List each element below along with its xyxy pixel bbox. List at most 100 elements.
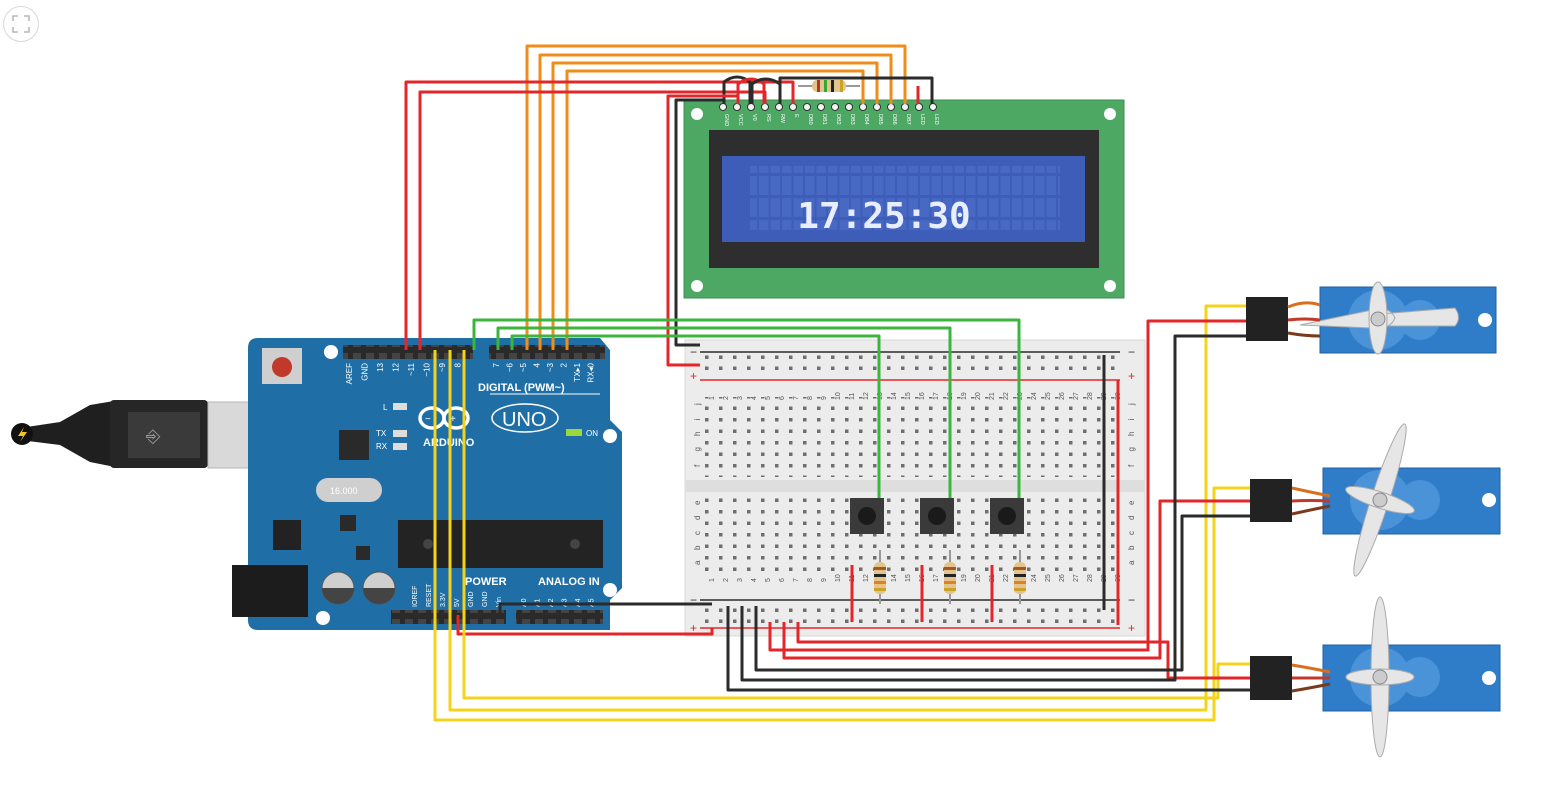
- wire-black[interactable]: [778, 76, 934, 104]
- lightning-icon: [18, 427, 27, 442]
- lcd-pin-label: GND: [723, 114, 729, 126]
- column-number: 4: [751, 578, 758, 582]
- lcd-pin[interactable]: [859, 103, 867, 111]
- resistor-lcd[interactable]: [798, 80, 860, 92]
- resistor-1[interactable]: [874, 550, 886, 604]
- wire-orange[interactable]: [551, 61, 879, 350]
- wires[interactable]: [404, 44, 1331, 722]
- column-number: 8: [807, 396, 814, 400]
- wire-red[interactable]: [768, 319, 1246, 652]
- row-letter: h: [693, 432, 702, 436]
- wire-green[interactable]: [510, 334, 881, 500]
- column-number: 6: [779, 396, 786, 400]
- wire-red[interactable]: [456, 615, 714, 636]
- wire-black[interactable]: [754, 514, 1250, 672]
- column-number: 20: [975, 574, 982, 582]
- wire-yellow[interactable]: [448, 304, 1246, 712]
- fullscreen-icon: [12, 15, 30, 33]
- row-letter: b: [693, 545, 702, 550]
- push-button-1[interactable]: [850, 498, 884, 534]
- lcd-pin[interactable]: [887, 103, 895, 111]
- push-button-3[interactable]: [990, 498, 1024, 534]
- wire-black[interactable]: [726, 606, 1250, 692]
- lcd-pin[interactable]: [901, 103, 909, 111]
- column-number: 9: [821, 578, 828, 582]
- lcd-pin[interactable]: [915, 103, 923, 111]
- rail-plus-label: +: [690, 621, 697, 635]
- model-label: UNO: [502, 409, 546, 431]
- servo-connector[interactable]: [1246, 297, 1288, 341]
- lcd-pin[interactable]: [747, 103, 755, 111]
- rail-minus-label: −: [690, 593, 697, 607]
- rail-minus-label: −: [1128, 345, 1135, 359]
- column-number: 5: [765, 396, 772, 400]
- wire-green[interactable]: [496, 326, 952, 500]
- wire-red[interactable]: [666, 94, 740, 367]
- fit-view-button[interactable]: [3, 6, 39, 42]
- lcd-pin[interactable]: [789, 103, 797, 111]
- column-number: 16: [919, 392, 926, 400]
- column-number: 27: [1073, 392, 1080, 400]
- column-number: 24: [1031, 392, 1038, 400]
- digital-label: DIGITAL (PWM~): [478, 382, 565, 394]
- rail-plus-label: +: [1128, 621, 1135, 635]
- lcd-pin[interactable]: [817, 103, 825, 111]
- servo-lead: [1287, 317, 1321, 322]
- lcd-pin[interactable]: [845, 103, 853, 111]
- power-label: POWER: [465, 576, 507, 588]
- resistor-3[interactable]: [1014, 550, 1026, 604]
- wire-yellow[interactable]: [433, 350, 1250, 722]
- push-button-2[interactable]: [920, 498, 954, 534]
- wire-red[interactable]: [796, 622, 1250, 680]
- terminal-strip-bottom[interactable]: [705, 496, 1125, 576]
- wire-red[interactable]: [736, 77, 766, 104]
- wire-orange[interactable]: [565, 69, 865, 350]
- wire-green[interactable]: [472, 318, 1021, 500]
- lcd-pin[interactable]: [733, 103, 741, 111]
- lcd-pin[interactable]: [761, 103, 769, 111]
- column-number: 10: [835, 574, 842, 582]
- rail-minus-label: −: [1128, 593, 1135, 607]
- lcd-pin[interactable]: [803, 103, 811, 111]
- arduino-uno-board[interactable]: ⎆ 16.000 L TX RX ON: [11, 338, 622, 630]
- lcd-pin[interactable]: [831, 103, 839, 111]
- resistor-2[interactable]: [944, 550, 956, 604]
- servo-motor-2[interactable]: [1250, 421, 1501, 579]
- wire-black[interactable]: [674, 98, 726, 347]
- lcd-pin-label: DB4: [863, 114, 869, 125]
- terminal-strip-top[interactable]: [705, 397, 1125, 477]
- wire-red[interactable]: [404, 80, 795, 350]
- servo-motor-3[interactable]: [1250, 596, 1501, 758]
- row-letter: d: [693, 516, 702, 520]
- wire-black[interactable]: [740, 334, 1246, 682]
- reset-button-cap[interactable]: [272, 357, 292, 377]
- digital-pin-label: 13: [376, 362, 385, 371]
- row-letter: a: [693, 560, 702, 565]
- row-letter: b: [1127, 545, 1136, 550]
- servo-connector[interactable]: [1250, 656, 1292, 700]
- led-tx-label: TX: [376, 429, 387, 438]
- column-number: 12: [863, 574, 870, 582]
- lcd-pin[interactable]: [873, 103, 881, 111]
- crystal-label: 16.000: [330, 486, 358, 496]
- wire-black[interactable]: [722, 75, 752, 104]
- servo-motor-1[interactable]: [1246, 281, 1497, 355]
- wire-red[interactable]: [782, 499, 1250, 660]
- wire-black[interactable]: [498, 602, 712, 615]
- power-jack[interactable]: [232, 565, 308, 617]
- servo-connector[interactable]: [1250, 479, 1292, 522]
- svg-text:+: +: [450, 414, 456, 425]
- lcd-pin[interactable]: [929, 103, 937, 111]
- lcd-pin[interactable]: [775, 103, 783, 111]
- wire-yellow[interactable]: [462, 350, 1250, 700]
- lcd-pin-label: DB0: [807, 114, 813, 125]
- wire-orange[interactable]: [525, 44, 907, 350]
- lcd-pin[interactable]: [719, 103, 727, 111]
- column-number: 4: [751, 396, 758, 400]
- column-number: 2: [723, 396, 730, 400]
